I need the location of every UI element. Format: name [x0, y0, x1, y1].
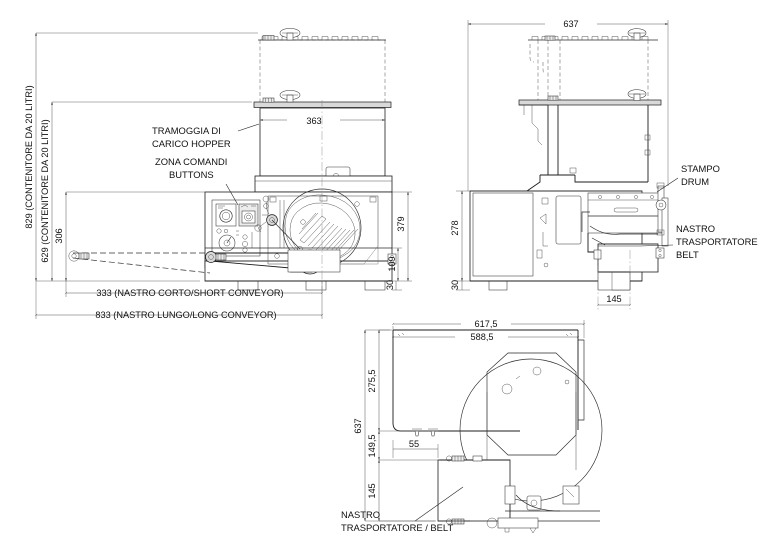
hopper-body — [253, 90, 392, 194]
label-hopper-line2: CARICO HOPPER — [152, 138, 231, 149]
hopper-container-extension — [258, 28, 386, 102]
dim-plan-rear-section: 145 — [367, 483, 377, 498]
label-hopper-line1: TRAMOGGIA DI — [152, 125, 221, 136]
plan-view-labels: NASTRO TRASPORTATORE / BELT — [341, 509, 453, 533]
short-conveyor-front — [205, 247, 392, 275]
front-view-labels: TRAMOGGIA DI CARICO HOPPER ZONA COMANDI … — [152, 123, 260, 206]
dim-short-conveyor: 333 (NASTRO CORTO/SHORT CONVEYOR) — [96, 288, 283, 298]
dim-plan-offset: 55 — [409, 439, 419, 449]
dim-plan-mid-section: 149,5 — [367, 435, 377, 458]
label-belt-line1: NASTRO — [676, 223, 715, 234]
dim-hopper-width: 363 — [306, 116, 321, 126]
dim-side-body-height: 278 — [450, 220, 460, 235]
side-hopper-extension — [528, 28, 658, 100]
dim-plan-front-section: 275,5 — [367, 370, 377, 393]
label-drum-line2: DRUM — [681, 176, 709, 187]
plan-view-group — [392, 329, 603, 534]
side-view-labels: STAMPO DRUM NASTRO TRASPORTATORE BELT — [591, 163, 758, 260]
label-plan-belt-line1: NASTRO — [341, 509, 380, 520]
dim-overall-height: 829 (CONTENITORE DA 20 LITRI) — [24, 85, 34, 228]
dim-height-no-container: 629 (CONTENITORE DA 20 LITRI) — [40, 119, 50, 262]
plan-drum — [459, 352, 603, 502]
dim-plan-body-length: 588,5 — [471, 332, 494, 342]
dim-belt-height: 109 — [387, 256, 397, 271]
front-view-dimensions: 829 (CONTENITORE DA 20 LITRI) 629 (CONTE… — [24, 32, 412, 320]
label-belt-line2: TRASPORTATORE — [676, 236, 758, 247]
dim-side-foot-height: 30 — [450, 280, 460, 290]
label-buttons-line2: BUTTONS — [169, 169, 214, 180]
dim-plan-overall-width: 637 — [353, 418, 363, 433]
dim-machine-height: 379 — [396, 216, 406, 231]
label-drum-line1: STAMPO — [681, 163, 720, 174]
dim-foot-height: 30 — [385, 280, 395, 290]
label-belt-line3: BELT — [676, 249, 699, 260]
plan-support-frame — [438, 485, 600, 534]
side-hopper-body — [518, 89, 662, 175]
dim-conveyor-height: 306 — [54, 228, 64, 243]
side-drum-assembly — [581, 182, 669, 291]
dim-long-conveyor: 833 (NASTRO LUNGO/LONG CONVEYOR) — [95, 310, 276, 320]
dim-side-belt-outlet: 145 — [606, 294, 621, 304]
side-view-group — [469, 28, 669, 310]
control-panel — [211, 199, 261, 257]
plan-belt-box — [437, 455, 511, 525]
dim-side-overall-depth: 637 — [563, 19, 578, 29]
side-view-dimensions: 637 278 30 145 — [450, 19, 669, 307]
dim-plan-overall-length: 617,5 — [475, 319, 498, 329]
front-view-group — [68, 28, 397, 292]
long-conveyor-dashed — [68, 250, 211, 274]
label-buttons-line1: ZONA COMANDI — [155, 156, 227, 167]
plan-view-dimensions: 617,5 588,5 637 275,5 149,5 145 55 — [353, 319, 586, 522]
label-plan-belt-line2: TRASPORTATORE / BELT — [341, 522, 453, 533]
